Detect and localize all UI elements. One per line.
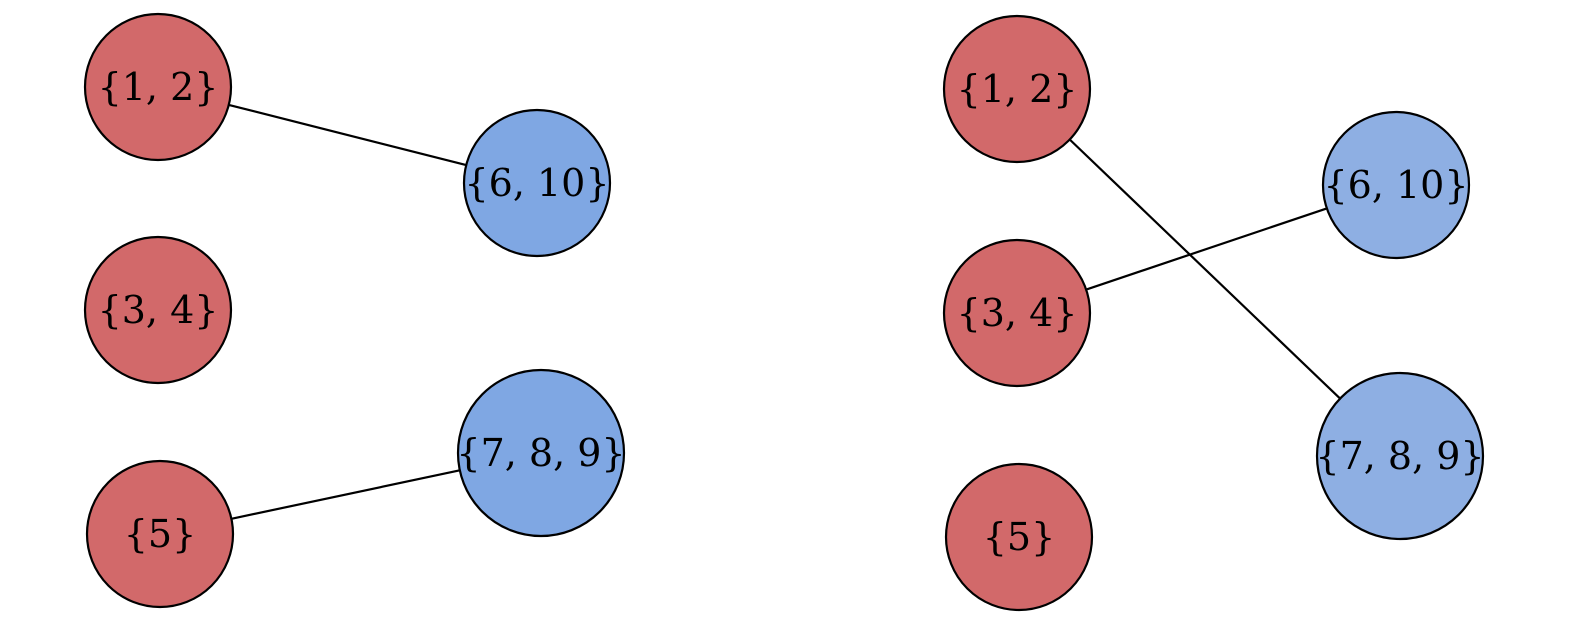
node-a34: {3, 4} xyxy=(942,238,1092,388)
node-circle xyxy=(1321,110,1471,260)
node-b789: {7, 8, 9} xyxy=(1315,371,1485,541)
node-label: {3, 4} xyxy=(98,288,219,332)
left-matching-panel: {1, 2} {3, 4} {5} {6, 10} {7, 8, 9} xyxy=(83,12,626,609)
node-label: {6, 10} xyxy=(464,161,609,205)
edge-a12-b789 xyxy=(1068,138,1341,400)
node-circle xyxy=(83,12,233,162)
right-matching-panel: {1, 2} {3, 4} {5} {6, 10} {7, 8, 9} xyxy=(942,14,1485,612)
edge-a34-b610 xyxy=(1085,207,1328,291)
node-label: {6, 10} xyxy=(1323,163,1468,207)
node-label: {5} xyxy=(983,515,1056,559)
edge-a5-b789 xyxy=(231,469,461,520)
node-label: {3, 4} xyxy=(957,291,1078,335)
node-label: {1, 2} xyxy=(98,65,219,109)
node-label: {7, 8, 9} xyxy=(456,431,625,475)
node-circle xyxy=(83,235,233,385)
node-circle xyxy=(1315,371,1485,541)
node-a5: {5} xyxy=(944,462,1094,612)
node-b610: {6, 10} xyxy=(462,108,612,258)
node-circle xyxy=(944,462,1094,612)
edge-a12-b610 xyxy=(228,103,467,167)
node-circle xyxy=(462,108,612,258)
node-circle xyxy=(456,368,626,538)
node-a5: {5} xyxy=(85,459,235,609)
node-circle xyxy=(942,238,1092,388)
node-b789: {7, 8, 9} xyxy=(456,368,626,538)
node-a12: {1, 2} xyxy=(83,12,233,162)
node-circle xyxy=(942,14,1092,164)
node-label: {7, 8, 9} xyxy=(1315,434,1484,478)
node-label: {1, 2} xyxy=(957,67,1078,111)
node-label: {5} xyxy=(124,512,197,556)
node-b610: {6, 10} xyxy=(1321,110,1471,260)
node-a12: {1, 2} xyxy=(942,14,1092,164)
node-a34: {3, 4} xyxy=(83,235,233,385)
node-circle xyxy=(85,459,235,609)
